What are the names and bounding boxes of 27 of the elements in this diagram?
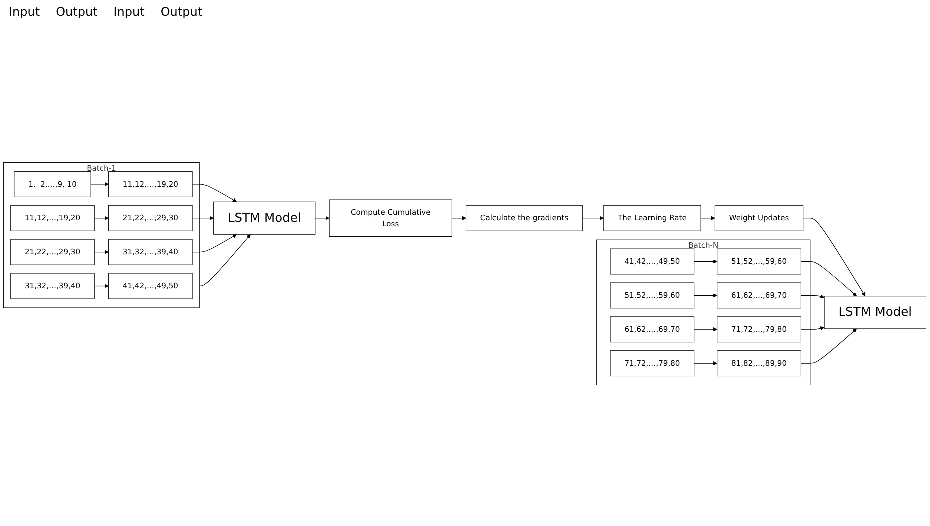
arrow bbox=[90, 182, 109, 186]
arrow bbox=[694, 260, 718, 264]
arrow bbox=[192, 216, 214, 220]
arrow bbox=[800, 328, 858, 364]
arrow bbox=[94, 216, 109, 220]
arrow bbox=[800, 326, 825, 331]
arrow bbox=[700, 216, 716, 220]
arrow bbox=[803, 218, 866, 297]
column-heading: Output bbox=[55, 4, 99, 20]
arrow bbox=[800, 261, 858, 297]
arrow bbox=[192, 234, 251, 287]
arrow bbox=[452, 216, 466, 220]
arrow bbox=[694, 328, 718, 332]
arrow bbox=[315, 216, 330, 220]
arrow bbox=[582, 216, 604, 220]
column-heading: Output bbox=[160, 4, 204, 20]
arrow bbox=[94, 284, 109, 288]
arrow bbox=[694, 362, 718, 366]
arrow bbox=[800, 294, 825, 299]
column-heading: Input bbox=[8, 4, 42, 20]
arrow bbox=[192, 184, 238, 202]
arrow bbox=[694, 294, 718, 298]
node-box: LSTM Model bbox=[824, 296, 926, 330]
arrow bbox=[94, 250, 109, 254]
arrow bbox=[192, 234, 238, 253]
node-box: LSTM Model bbox=[214, 202, 316, 235]
column-heading: Input bbox=[112, 4, 146, 20]
